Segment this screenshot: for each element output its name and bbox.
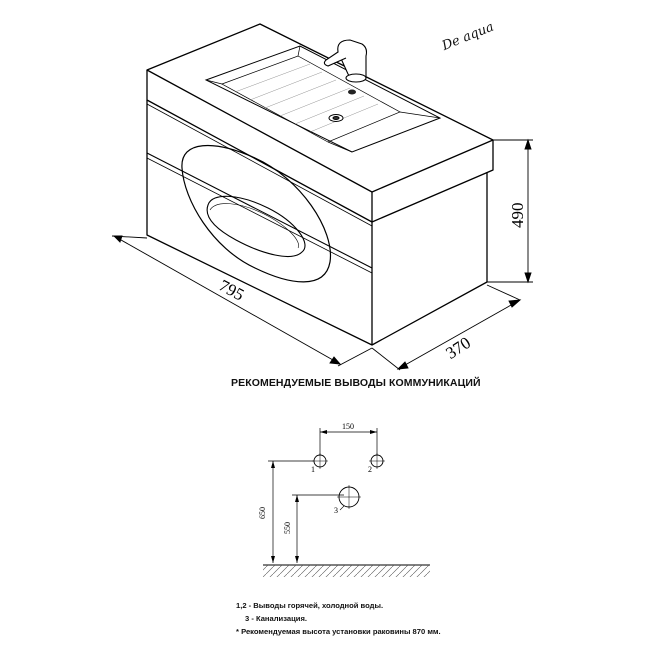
faucet-icon: [323, 39, 368, 95]
outlet-3: [337, 485, 361, 509]
spacing-label: 150: [342, 422, 354, 431]
note-line-1: 1,2 - Выводы горячей, холодной воды.: [236, 601, 384, 610]
logo-text: De aqua: [440, 19, 497, 54]
section-heading: РЕКОМЕНДУЕМЫЕ ВЫВОДЫ КОММУНИКАЦИЙ: [231, 377, 481, 389]
height-dimension: [487, 138, 533, 284]
drawer-top-edge: [146, 103, 373, 227]
floor-hatch: [263, 565, 430, 577]
note-line-3: * Рекомендуемая высота установки раковин…: [236, 627, 441, 636]
height-lower-label: 550: [283, 522, 292, 534]
vanity-cabinet: [146, 23, 494, 346]
marker-2: 2: [368, 465, 372, 474]
height-upper-label: 650: [258, 507, 267, 519]
outlet-diagram: [263, 428, 430, 577]
note-line-2: 3 - Канализация.: [245, 614, 307, 623]
width-dimension: [111, 235, 373, 367]
notes: 1,2 - Выводы горячей, холодной воды. 3 -…: [236, 599, 441, 638]
outlet-1: [312, 453, 328, 469]
marker-3: 3: [334, 506, 338, 515]
oval-handle: [181, 144, 332, 283]
depth-dimension: [371, 284, 522, 371]
height-dimension-label: 490: [508, 203, 527, 229]
countertop-front-edge: [146, 70, 373, 223]
drawer-divider-shadow: [146, 157, 373, 274]
countertop-side-edge: [371, 140, 494, 223]
cabinet-front: [146, 100, 373, 346]
oval-inner: [206, 195, 306, 257]
marker-1: 1: [311, 465, 315, 474]
sink-basin: [204, 45, 442, 153]
outlet-2: [369, 453, 385, 469]
drawer-divider: [146, 152, 373, 269]
depth-dimension-label: 370: [442, 333, 474, 363]
signature-logo: De aqua: [440, 19, 520, 62]
oval-outer: [181, 144, 332, 283]
width-dimension-label: 795: [216, 276, 247, 305]
basin-inner: [221, 55, 401, 143]
